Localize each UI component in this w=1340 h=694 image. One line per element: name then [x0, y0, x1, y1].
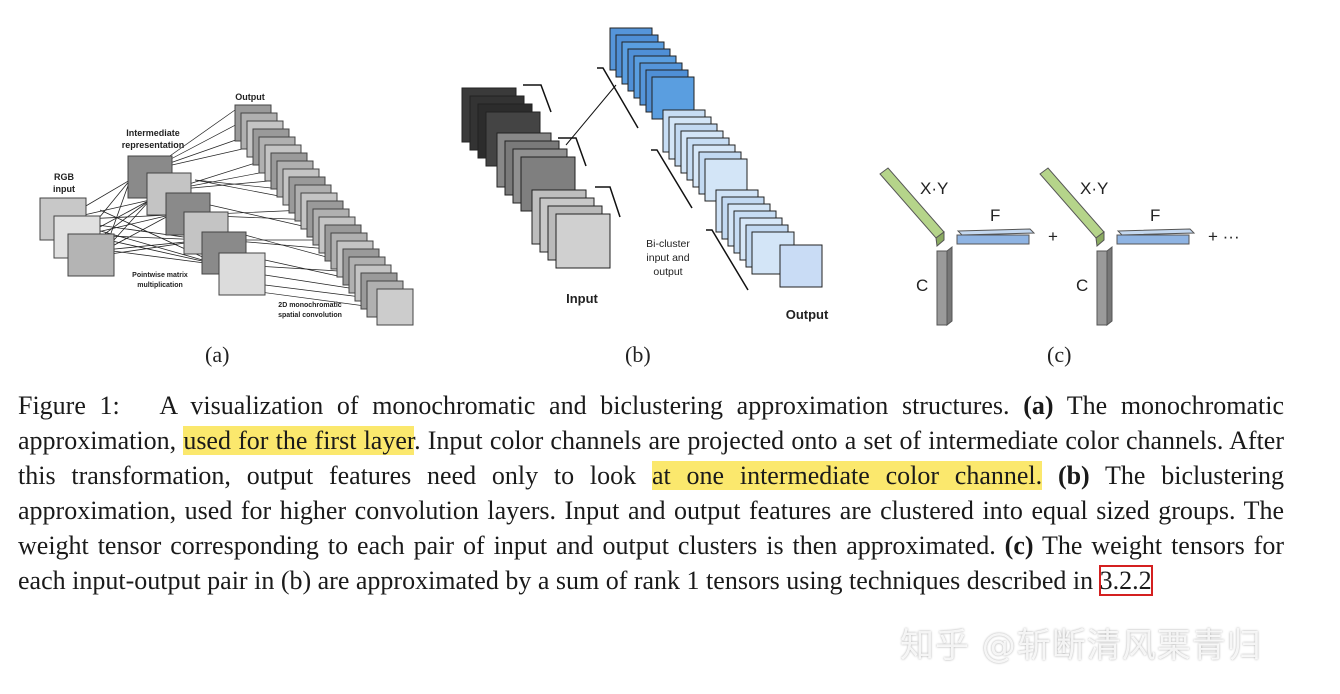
label-input-b: Input	[566, 291, 598, 306]
caption-c-label: (c)	[1004, 531, 1034, 560]
rgb-input-stack	[39, 197, 115, 277]
label-f-2: F	[1150, 206, 1160, 225]
figure-number: Figure 1:	[18, 391, 120, 420]
caption-intro: A visualization of monochromatic and bic…	[159, 391, 1010, 420]
bicluster-link	[565, 84, 617, 146]
label-spatial-convolution: spatial convolution	[278, 312, 342, 319]
figure-diagram: Output Intermediate representation RGB i…	[39, 27, 1240, 327]
caption-c-text: The weight tensors for each input-output…	[18, 531, 1285, 595]
label-xy-1: X·Y	[920, 179, 948, 198]
label-multiplication: multiplication	[137, 282, 183, 289]
panel-b: Input Output Bi-cluster input and output	[461, 27, 829, 322]
panel-c: X·Y F C + X·Y F C + ···	[879, 167, 1240, 327]
label-output-b: Output	[786, 307, 829, 322]
label-rgb: RGB	[54, 172, 75, 182]
highlight-first-layer: used for the first layer	[183, 426, 415, 455]
caption-b-text: The biclustering approximation, used for…	[18, 461, 1285, 560]
intermediate-squares	[127, 155, 266, 296]
caption-a-text: The monochromatic approximation,	[18, 391, 1284, 455]
output-stack-b	[609, 27, 823, 288]
caption-b-label: (b)	[1057, 461, 1090, 490]
plus-ellipsis: + ···	[1208, 227, 1240, 246]
label-rgb-input: input	[53, 184, 75, 194]
rank1-term-1	[879, 167, 1036, 327]
sublabel-c: (c)	[1047, 342, 1072, 367]
input-brackets	[523, 84, 621, 218]
plus-sign: +	[1048, 227, 1058, 246]
sublabel-b: (b)	[625, 342, 651, 367]
label-f-1: F	[990, 206, 1000, 225]
highlight-one-channel: at one intermediate color channel.	[651, 461, 1043, 490]
caption-a-text-2: . Input color channels are projected ont…	[18, 426, 1284, 490]
watermark: 知乎 @斩断清风栗青归	[900, 626, 1262, 666]
output-brackets	[597, 67, 749, 291]
rank1-term-2	[1039, 167, 1196, 327]
label-representation: representation	[122, 140, 185, 150]
label-input-and: input and	[646, 252, 689, 264]
label-2d-monochromatic: 2D monochromatic	[278, 302, 342, 309]
section-reference-link[interactable]: 3.2.2	[1098, 565, 1153, 596]
label-c-2: C	[1076, 276, 1088, 295]
label-output-word: output	[653, 266, 682, 278]
input-stack	[461, 87, 611, 269]
sublabel-a: (a)	[205, 342, 230, 367]
caption-a-label: (a)	[1023, 391, 1054, 420]
output-stack	[234, 104, 414, 326]
label-pointwise: Pointwise matrix	[132, 272, 188, 279]
label-c-1: C	[916, 276, 928, 295]
label-intermediate: Intermediate	[126, 128, 180, 138]
label-output-a: Output	[235, 92, 265, 102]
label-bicluster: Bi-cluster	[646, 238, 690, 250]
panel-a: Output Intermediate representation RGB i…	[39, 92, 414, 326]
figure-caption: Figure 1: A visualization of monochromat…	[18, 388, 1284, 598]
label-xy-2: X·Y	[1080, 179, 1108, 198]
